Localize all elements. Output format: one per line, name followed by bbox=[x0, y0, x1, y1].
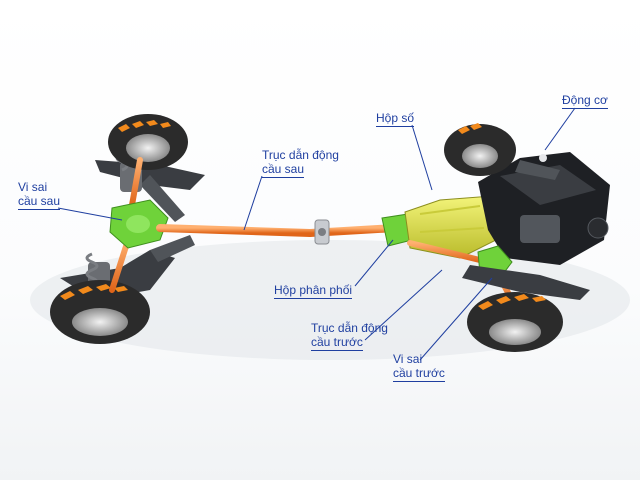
label-front-driveshaft-line2: cầu trước bbox=[311, 335, 363, 351]
rear-differential bbox=[109, 199, 169, 249]
engine bbox=[478, 152, 610, 265]
front-right-wheel bbox=[467, 292, 563, 352]
label-front-driveshaft: Trục dẫn động cầu trước bbox=[311, 321, 388, 351]
label-front-differential: Vi sai cầu trước bbox=[393, 352, 445, 382]
label-front-differential-line1: Vi sai bbox=[393, 352, 423, 366]
rear-left-wheel bbox=[108, 114, 188, 170]
label-rear-differential: Vi sai cầu sau bbox=[18, 180, 61, 210]
label-front-driveshaft-line1: Trục dẫn động bbox=[311, 321, 388, 335]
leader-lines bbox=[57, 107, 576, 361]
rear-right-wheel bbox=[50, 280, 150, 344]
label-rear-driveshaft-line1: Trục dẫn động bbox=[262, 148, 339, 162]
gearbox bbox=[404, 195, 501, 259]
label-engine-text: Động cơ bbox=[562, 93, 608, 109]
front-driveshaft bbox=[407, 240, 491, 265]
label-rear-driveshaft: Trục dẫn động cầu sau bbox=[262, 148, 339, 178]
rear-driveshaft bbox=[156, 219, 399, 245]
front-left-wheel bbox=[444, 123, 516, 176]
label-gearbox: Hộp số bbox=[376, 111, 415, 127]
label-engine: Động cơ bbox=[562, 93, 608, 109]
label-rear-driveshaft-line2: cầu sau bbox=[262, 162, 305, 178]
label-front-differential-line2: cầu trước bbox=[393, 366, 445, 382]
label-transfer-case-text: Hộp phân phối bbox=[274, 283, 353, 299]
rear-half-shafts bbox=[109, 157, 143, 293]
label-rear-differential-line1: Vi sai bbox=[18, 180, 48, 194]
label-gearbox-text: Hộp số bbox=[376, 111, 415, 127]
label-rear-differential-line2: cầu sau bbox=[18, 194, 61, 210]
label-transfer-case: Hộp phân phối bbox=[274, 283, 353, 299]
front-suspension bbox=[462, 160, 590, 300]
